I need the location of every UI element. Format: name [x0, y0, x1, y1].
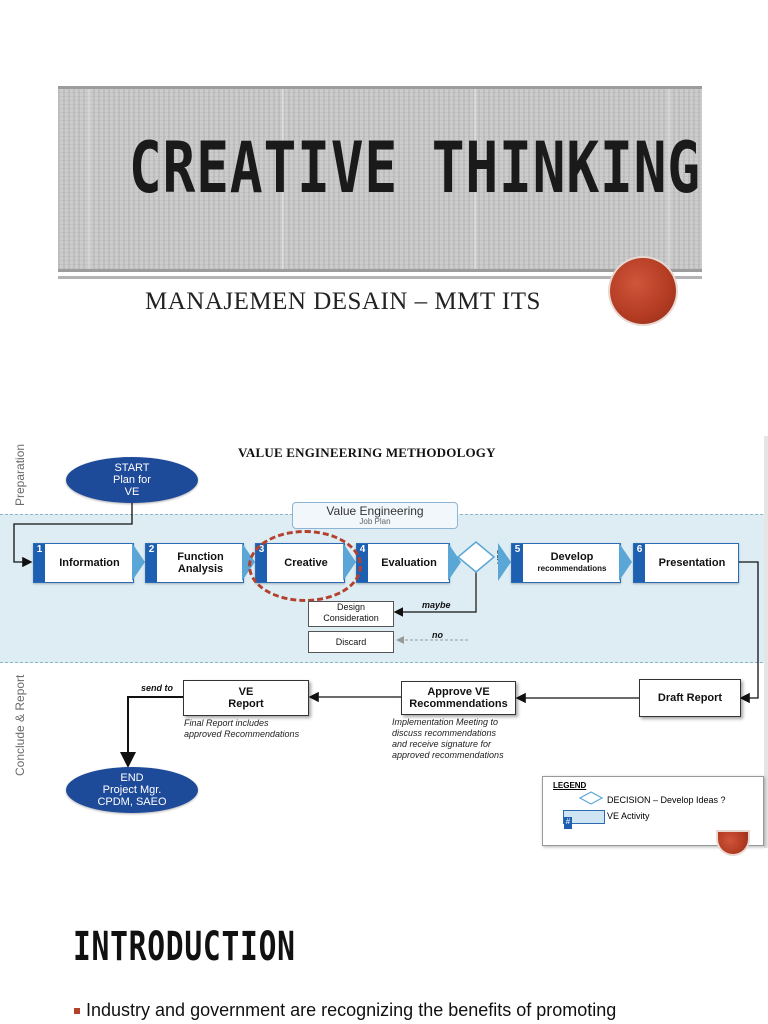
- step-arrow: [448, 543, 461, 581]
- design-consideration-box: Design Consideration: [308, 601, 394, 627]
- step-arrow: [619, 543, 632, 581]
- decision-diamond-icon: [579, 791, 603, 805]
- ve-report-note: Final Report includes approved Recommend…: [184, 718, 300, 739]
- discard-box: Discard: [308, 631, 394, 653]
- decorative-circle-small: [718, 832, 748, 854]
- slide-title: CREATIVE THINKING: [128, 127, 701, 209]
- step-arrow: [498, 543, 511, 581]
- maybe-label: maybe: [422, 600, 451, 610]
- phase-label-preparation: Preparation: [13, 443, 27, 506]
- ve-job-plan-box: Value Engineering Job Plan: [292, 502, 458, 529]
- ve-report-box: VE Report: [183, 680, 309, 716]
- step-information: 1 Information: [33, 543, 134, 583]
- draft-report-box: Draft Report: [639, 679, 741, 717]
- approve-note: Implementation Meeting to discuss recomm…: [392, 717, 504, 760]
- decorative-circle: [610, 258, 676, 324]
- phase-label-conclude: Conclude & Report: [13, 674, 27, 776]
- bullet-icon: [74, 1008, 80, 1015]
- creative-highlight-ring: [248, 530, 362, 602]
- slide-subtitle: MANAJEMEN DESAIN – MMT ITS: [145, 288, 541, 315]
- step-function-analysis: 2 Function Analysis: [145, 543, 244, 583]
- start-oval: START Plan for VE: [66, 457, 198, 503]
- activity-swatch-icon: #: [563, 810, 605, 829]
- title-banner: CREATIVE THINKING: [58, 86, 702, 272]
- send-to-label: send to: [141, 683, 174, 693]
- approve-recommendations-box: Approve VE Recommendations: [401, 681, 516, 715]
- no-label: no: [432, 630, 443, 640]
- step-presentation: 6 Presentation: [633, 543, 739, 583]
- end-oval: END Project Mgr. CPDM, SAEO: [66, 767, 198, 813]
- diagram-title: VALUE ENGINEERING METHODOLOGY: [238, 445, 496, 460]
- step-evaluation: 4 Evaluation: [356, 543, 450, 583]
- step-arrow: [132, 543, 145, 581]
- title-underline: [58, 276, 702, 279]
- bullet-item: Industry and government are recognizing …: [74, 1000, 764, 1021]
- section-title: INTRODUCTION: [73, 924, 296, 970]
